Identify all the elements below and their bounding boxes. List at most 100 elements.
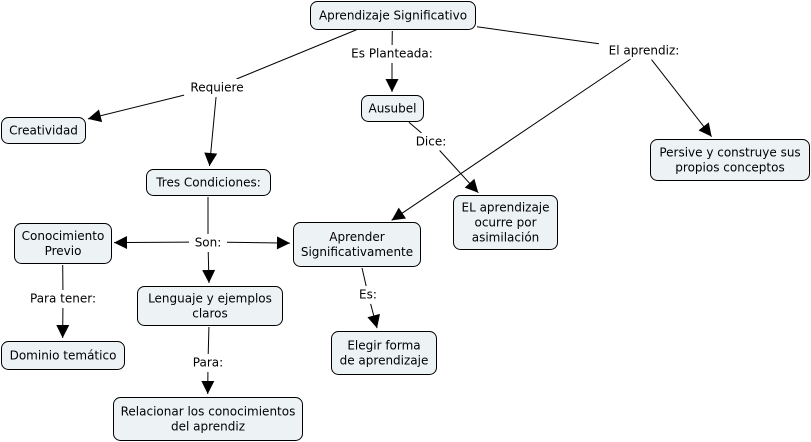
arrowhead-icon [367, 313, 380, 329]
connection-aprender-es [361, 267, 367, 287]
concept-tres[interactable]: Tres Condiciones: [146, 169, 271, 196]
linking-phrase-paratener[interactable]: Para tener: [21, 290, 105, 306]
linking-phrase-bg [599, 42, 689, 58]
connection-line [476, 26, 600, 45]
connection-requiere-tres [204, 96, 218, 167]
connection-aprendizaje-aprendiz [476, 26, 600, 45]
linking-phrase-label: Dice: [416, 135, 447, 149]
linking-phrase-label: Requiere [190, 81, 243, 95]
concept-box [331, 331, 437, 375]
connection-line [391, 58, 631, 221]
connection-son-lenguaje [202, 251, 216, 284]
linking-phrase-bg [343, 45, 441, 61]
arrowhead-icon [464, 178, 479, 193]
arrowhead-icon [698, 122, 712, 137]
connection-line [651, 59, 713, 137]
concept-label: Aprendizaje Significativo [319, 9, 467, 23]
concept-box [650, 139, 810, 181]
arrowhead-icon [276, 236, 291, 250]
concept-box [1, 117, 86, 144]
linking-phrase-para[interactable]: Para: [187, 354, 229, 370]
concept-aprendizaje[interactable]: Aprendizaje Significativo [310, 1, 476, 30]
linking-phrase-bg [191, 234, 225, 250]
connection-line [207, 326, 210, 355]
concept-label: Conocimiento [22, 229, 105, 243]
concept-creatividad[interactable]: Creatividad [1, 117, 86, 144]
concept-label: ocurre por [474, 216, 536, 230]
linking-phrase-label: Para tener: [30, 292, 96, 306]
linking-phrase-label: El aprendiz: [609, 44, 680, 58]
connection-aprendizaje-requiere [236, 29, 357, 80]
arrowhead-icon [391, 207, 407, 221]
concept-box [1, 341, 125, 370]
arrowhead-icon [201, 380, 215, 395]
concept-label: claros [192, 307, 228, 321]
linking-phrase-label: Es: [359, 288, 377, 302]
linking-phrase-planteada[interactable]: Es Planteada: [343, 45, 441, 61]
connections-layer [56, 26, 713, 395]
connection-aprendiz-aprender [391, 58, 631, 221]
concept-label: del aprendiz [171, 420, 245, 434]
connection-aprendiz-persive [651, 59, 713, 137]
connection-paratener-dominio [56, 307, 70, 339]
linking-phrase-es[interactable]: Es: [354, 286, 382, 302]
concept-box [453, 195, 558, 250]
concept-label: asimilación [472, 231, 540, 245]
concept-label: Ausubel [368, 102, 416, 116]
concept-label: propios conceptos [675, 161, 784, 175]
concept-box [293, 222, 421, 267]
arrowhead-icon [113, 236, 128, 250]
connection-es-elegir [367, 303, 380, 329]
concept-label: Aprender [329, 230, 384, 244]
arrowhead-icon [202, 269, 216, 284]
concept-label: EL aprendizaje [461, 201, 549, 215]
linking-phrase-label: Para: [193, 356, 223, 370]
arrowhead-icon [56, 324, 70, 339]
concept-label: Significativamente [301, 245, 413, 259]
connection-son-aprender [226, 236, 291, 250]
linking-phrases-layer: Requiere Es Planteada: El aprendiz: Dice: So… [21, 42, 689, 370]
concept-label: Creatividad [9, 124, 78, 138]
concept-box [310, 1, 476, 30]
connection-line [87, 94, 185, 120]
arrowhead-icon [204, 152, 218, 167]
linking-phrase-label: Es Planteada: [351, 47, 433, 61]
linking-phrase-bg [354, 286, 382, 302]
linking-phrase-dice[interactable]: Dice: [410, 133, 452, 149]
connection-line [361, 267, 367, 287]
concept-box [361, 95, 424, 122]
linking-phrase-bg [21, 290, 105, 306]
connection-ausubel-dice [408, 121, 422, 134]
linking-phrase-bg [187, 354, 229, 370]
connection-requiere-creatividad [87, 94, 185, 123]
concept-label: Previo [45, 244, 82, 258]
connection-dice-ocurre [439, 150, 479, 194]
linking-phrase-requiere[interactable]: Requiere [186, 79, 248, 95]
linking-phrase-son[interactable]: Son: [191, 234, 225, 250]
concept-box [113, 397, 303, 441]
connection-line [236, 29, 357, 80]
linking-phrase-bg [410, 133, 452, 149]
linking-phrase-aprendiz[interactable]: El aprendiz: [599, 42, 689, 58]
connection-planteada-ausubel [385, 63, 399, 92]
concept-box [146, 169, 271, 196]
concept-label: Lenguaje y ejemplos [148, 292, 272, 306]
linking-phrase-bg [186, 79, 248, 95]
concept-label: de aprendizaje [340, 354, 429, 368]
concept-box [137, 286, 283, 326]
concept-dominio[interactable]: Dominio temático [1, 341, 125, 370]
connection-line [408, 121, 422, 134]
concept-ausubel[interactable]: Ausubel [361, 95, 424, 122]
concept-label: Relacionar los conocimientos [121, 405, 296, 419]
connection-son-conocimiento [113, 236, 190, 250]
concept-label: Elegir forma [347, 339, 420, 353]
